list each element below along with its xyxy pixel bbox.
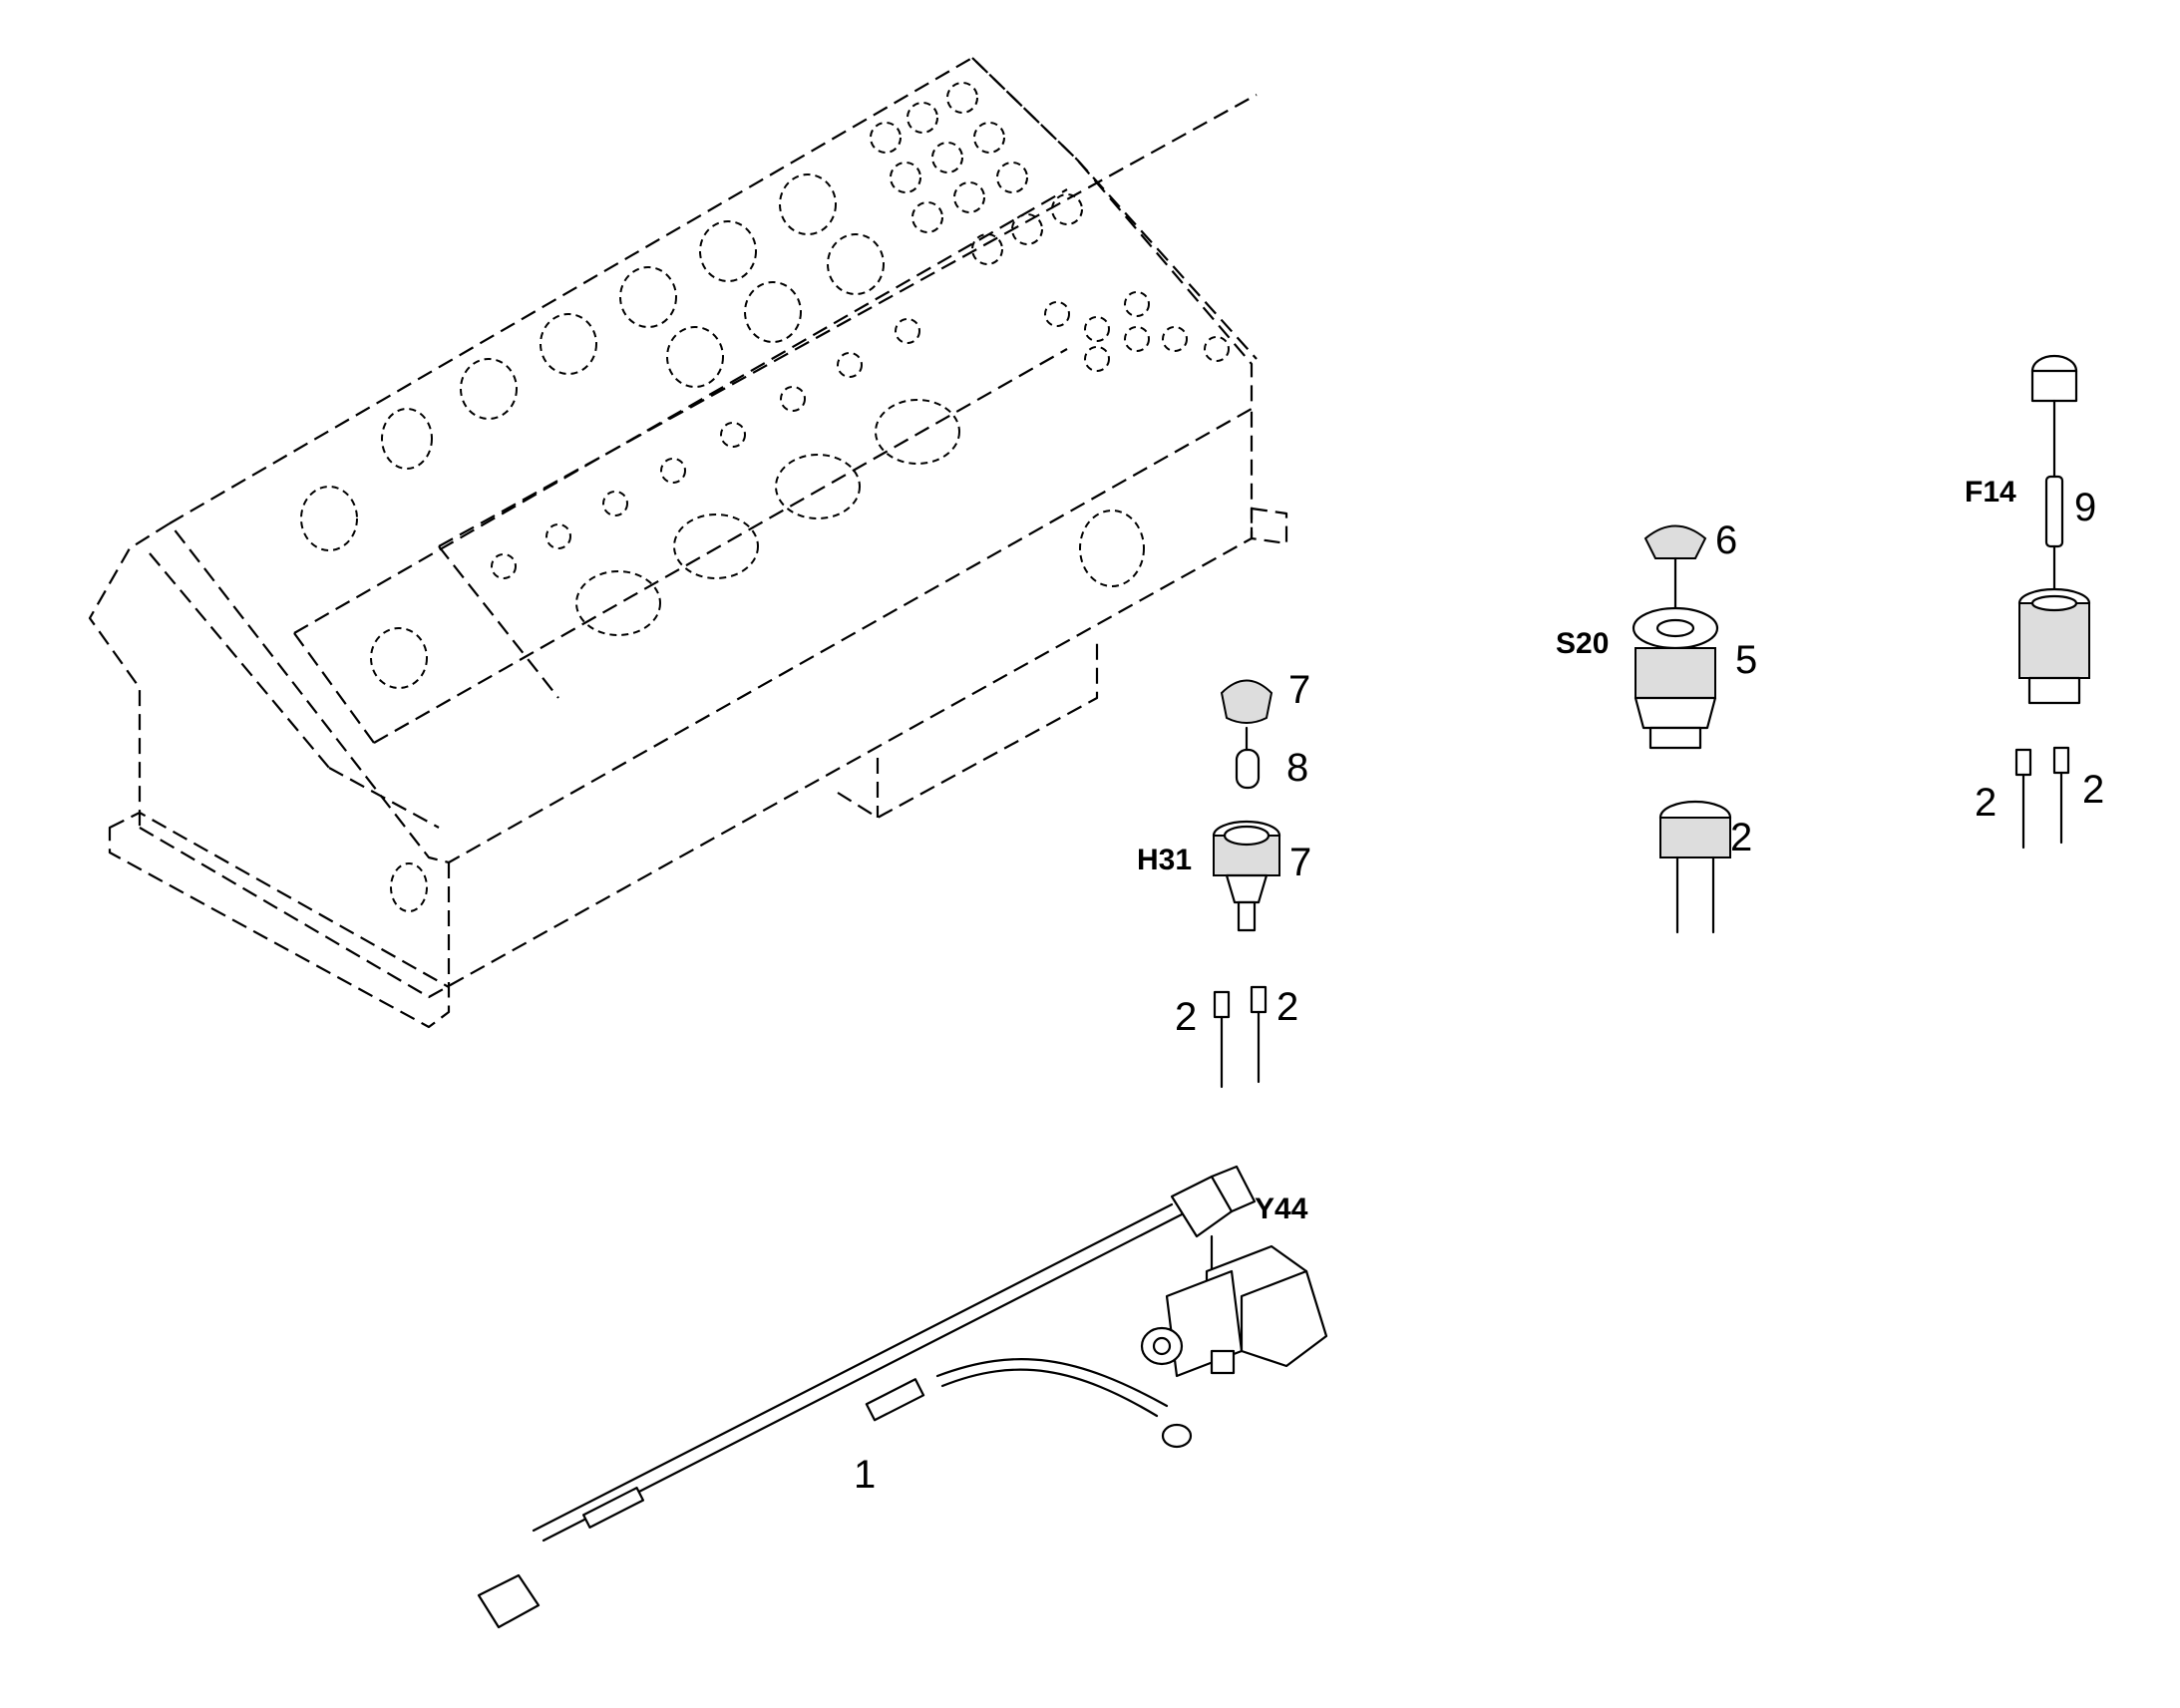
bulb-8: [1235, 748, 1261, 790]
ref-h31: H31: [1137, 844, 1192, 876]
wiring-harness: [477, 1165, 1257, 1629]
ref-y44: Y44: [1255, 1193, 1308, 1225]
callout-9: 9: [2074, 486, 2096, 529]
callout-2-f14-left: 2: [1975, 781, 1997, 825]
fuse-group-f14: [2014, 354, 2091, 850]
console-gauges: [300, 82, 1230, 912]
terminals-h31: [1213, 985, 1268, 1089]
callout-2-h31-left: 2: [1175, 995, 1197, 1039]
callout-5: 5: [1735, 638, 1757, 682]
callout-8: 8: [1286, 746, 1308, 790]
solenoid-valve-y44: [1140, 1234, 1328, 1378]
lamp-lens-7: [1220, 679, 1273, 724]
callout-7-lens: 7: [1288, 668, 1310, 712]
ref-f14: F14: [1965, 476, 2016, 509]
fuse-9: [2044, 475, 2064, 548]
instrument-console: [88, 56, 1288, 1029]
knob-6: [1643, 524, 1707, 559]
callout-1: 1: [854, 1453, 876, 1497]
callout-7-socket: 7: [1289, 841, 1311, 884]
ref-s20: S20: [1556, 627, 1609, 660]
callout-2-h31-right: 2: [1276, 985, 1298, 1029]
lamp-group-h31: [1212, 679, 1281, 932]
callout-2-f14-right: 2: [2082, 768, 2104, 812]
callout-2-s20: 2: [1730, 816, 1752, 859]
callout-6: 6: [1715, 518, 1737, 562]
switch-group-s20: [1632, 524, 1732, 934]
